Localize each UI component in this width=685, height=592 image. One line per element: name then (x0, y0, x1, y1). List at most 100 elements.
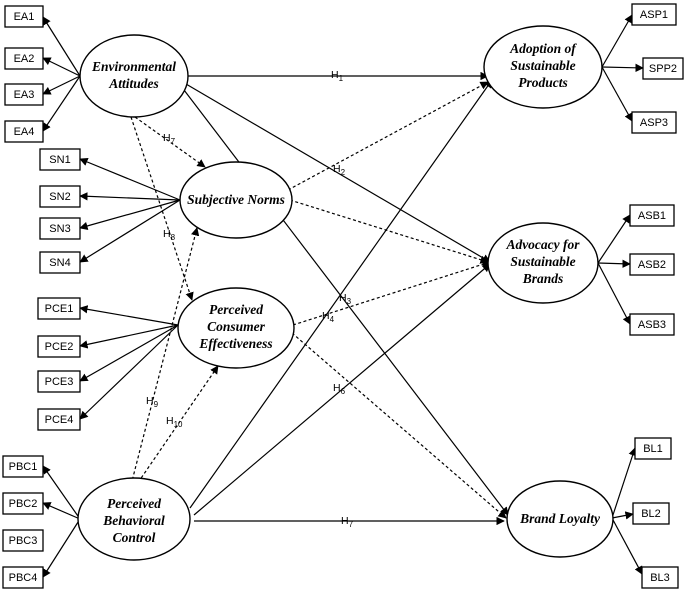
indicator-pce1: PCE1 (45, 303, 74, 315)
construct-asp: Adoption of Sustainable Products (483, 25, 603, 109)
construct-pce-line1: Perceived (209, 302, 263, 317)
construct-sn: Subjective Norms (179, 161, 293, 239)
edge-asp-spp2 (601, 63, 644, 73)
indicator-bl2: BL2 (641, 508, 661, 520)
edge-pce-pce1 (79, 305, 179, 326)
label-h1: H1 (331, 69, 344, 83)
construct-sn-line1: Subjective Norms (187, 192, 285, 207)
indicator-spp2: SPP2 (649, 63, 677, 75)
structural-paths-dashed (130, 81, 507, 519)
edge-pce-pce3 (79, 324, 179, 382)
indicator-pce4: PCE4 (45, 414, 74, 426)
edge-ea-ea2 (42, 57, 81, 77)
construct-pbc-line1: Perceived (107, 496, 161, 511)
construct-pbc-line3: Control (113, 530, 156, 545)
construct-asb-line3: Brands (522, 271, 564, 286)
edge-bl-bl3 (611, 517, 643, 575)
indicators-asp: ASP1 SPP2 ASP3 (631, 3, 684, 134)
edge-ea-ea3 (42, 75, 81, 95)
edge-ea-sn (134, 116, 206, 168)
indicator-sn2: SN2 (49, 191, 70, 203)
edge-pbc-pbc2 (42, 502, 81, 520)
edge-sn-asb (289, 199, 489, 264)
edge-asb-asb1 (597, 214, 631, 264)
construct-ea-line2: Attitudes (108, 76, 159, 91)
indicator-bl3: BL3 (650, 572, 670, 584)
indicators-asb: ASB1 ASB2 ASB3 (629, 204, 675, 336)
indicators-bl: BL1 BL2 BL3 (632, 437, 679, 589)
indicator-pbc1: PBC1 (9, 461, 38, 473)
indicator-asb3: ASB3 (638, 319, 666, 331)
construct-asb: Advocacy for Sustainable Brands (487, 222, 599, 304)
label-h2: H2 (333, 163, 346, 177)
label-h4: H4 (322, 310, 335, 324)
structural-paths-solid (183, 71, 509, 526)
edge-pbc-pce (134, 365, 219, 488)
edge-pbc-sn (130, 227, 200, 486)
indicator-asb1: ASB1 (638, 210, 666, 222)
indicator-pce2: PCE2 (45, 341, 74, 353)
edge-pbc-pbc4 (42, 518, 81, 578)
edge-bl-bl1 (611, 447, 637, 519)
label-h8: H8 (163, 228, 176, 242)
edge-pce-asb (292, 260, 491, 326)
edge-sn-sn1 (79, 157, 181, 201)
label-h7-ea-sn: H7 (163, 132, 176, 146)
construct-pce: Perceived Consumer Effectiveness (177, 287, 295, 369)
indicator-bl1: BL1 (643, 443, 663, 455)
label-h7-pbc-bl: H7 (341, 515, 354, 529)
indicator-sn3: SN3 (49, 223, 70, 235)
construct-bl-line1: Brand Loyalty (519, 511, 601, 526)
construct-pce-line2: Consumer (207, 319, 266, 334)
edge-ea-ea1 (42, 16, 81, 77)
construct-bl: Brand Loyalty (506, 480, 614, 558)
edge-ea-asb (185, 83, 491, 263)
edge-pce-pce2 (79, 324, 179, 349)
indicator-pbc2: PBC2 (9, 498, 38, 510)
indicators-ea: EA1 EA2 EA3 EA4 (4, 5, 44, 143)
edge-asp-asp3 (601, 66, 633, 122)
edge-pce-pce4 (79, 324, 179, 420)
indicators-pbc: PBC1 PBC2 PBC3 PBC4 (2, 455, 44, 589)
edge-pbc-asp (189, 79, 493, 509)
edge-asp-asp1 (601, 14, 633, 68)
indicator-asp3: ASP3 (640, 117, 668, 129)
indicator-ea1: EA1 (14, 11, 35, 23)
label-h9: H9 (146, 395, 159, 409)
construct-asp-line1: Adoption of (509, 41, 577, 56)
edge-sn-sn2 (79, 192, 181, 201)
construct-pbc: Perceived Behavioral Control (77, 477, 191, 561)
indicator-sn4: SN4 (49, 257, 70, 269)
label-h10: H10 (166, 415, 183, 429)
construct-asp-line3: Products (518, 75, 568, 90)
edge-bl-bl2 (611, 511, 634, 520)
measurement-paths (42, 14, 644, 578)
construct-ea-line1: Environmental (91, 59, 176, 74)
edge-sn-sn4 (79, 199, 181, 263)
edge-ea-bl (183, 89, 509, 516)
edge-ea-pce (130, 116, 194, 301)
edge-sn-asp (287, 81, 489, 191)
indicator-pbc3: PBC3 (9, 535, 38, 547)
indicators-pce: PCE1 PCE2 PCE3 PCE4 (37, 297, 81, 431)
edge-ea-ea4 (42, 75, 81, 132)
indicators-sn: SN1 SN2 SN3 SN4 (39, 148, 81, 274)
construct-asp-line2: Sustainable (510, 58, 575, 73)
label-h6: H6 (333, 382, 346, 396)
edge-pbc-pbc1 (42, 465, 81, 520)
indicator-ea3: EA3 (14, 89, 35, 101)
edge-asb-asb2 (597, 259, 631, 268)
edge-sn-sn3 (79, 199, 181, 231)
indicator-pbc4: PBC4 (9, 572, 38, 584)
edge-pbc-asb (193, 263, 491, 516)
edge-pce-bl (291, 332, 507, 519)
hypothesis-labels: H1 H2 H3 H4 H6 H7 H7 H8 H9 H10 (146, 69, 354, 529)
indicator-asp1: ASP1 (640, 9, 668, 21)
label-h3: H3 (339, 292, 352, 306)
construct-pbc-line2: Behavioral (102, 513, 165, 528)
construct-asb-line2: Sustainable (510, 254, 575, 269)
construct-pce-line3: Effectiveness (198, 336, 272, 351)
construct-asb-line1: Advocacy for (505, 237, 580, 252)
construct-ea: Environmental Attitudes (79, 34, 189, 118)
